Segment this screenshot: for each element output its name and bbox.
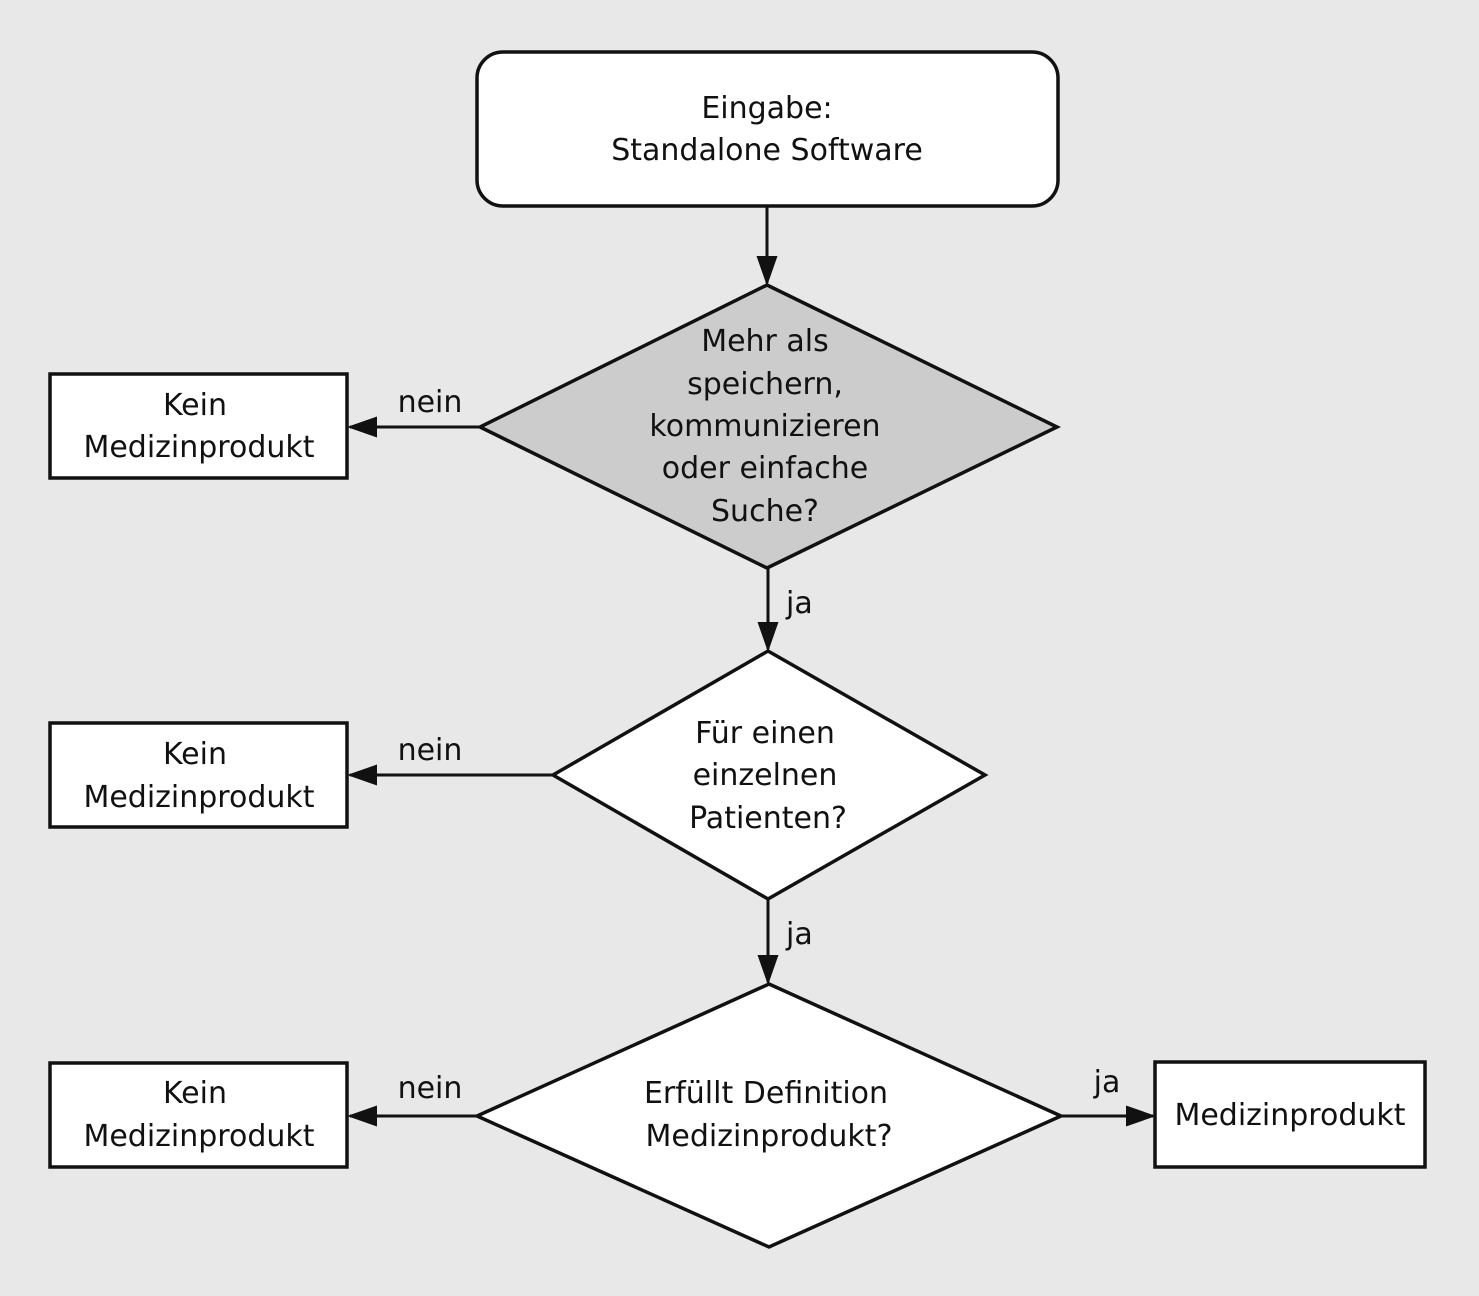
- decision-store-communicate-line2: speichern,: [687, 367, 843, 402]
- outcome-no-medical-device-3-box: [48, 1061, 349, 1169]
- outcome-no-medical-device-3-line2: Medizinprodukt: [83, 1119, 314, 1154]
- outcome-no-medical-device-1: Kein Medizinprodukt: [48, 372, 349, 480]
- outcome-no-medical-device-2-box: [48, 721, 349, 829]
- outcome-no-medical-device-1-box: [48, 372, 349, 480]
- decision-single-patient: Für einen einzelnen Patienten?: [549, 648, 989, 902]
- outcome-no-medical-device-2-line2: Medizinprodukt: [83, 780, 314, 815]
- edge-decision2-no-label: nein: [398, 733, 463, 768]
- outcome-no-medical-device-1-line1: Kein: [163, 388, 227, 423]
- outcome-medical-device: Medizinprodukt: [1153, 1060, 1427, 1169]
- start-node-line1: Eingabe:: [701, 91, 832, 126]
- outcome-no-medical-device-2: Kein Medizinprodukt: [48, 721, 349, 829]
- decision-store-communicate: Mehr als speichern, kommunizieren oder e…: [476, 283, 1061, 570]
- edge-decision1-yes-label: ja: [785, 586, 813, 621]
- decision-store-communicate-line1: Mehr als: [701, 324, 829, 359]
- edge-decision3-yes-label: ja: [1093, 1065, 1121, 1100]
- decision-store-communicate-line5: Suche?: [711, 494, 819, 529]
- edge-decision2-yes-label: ja: [785, 917, 813, 952]
- outcome-no-medical-device-2-line1: Kein: [163, 737, 227, 772]
- decision-single-patient-line1: Für einen: [695, 716, 835, 751]
- decision-fulfills-definition: Erfüllt Definition Medizinprodukt?: [472, 982, 1066, 1249]
- decision-store-communicate-line3: kommunizieren: [649, 409, 880, 444]
- start-node: Eingabe: Standalone Software: [475, 50, 1060, 208]
- start-node-box: [475, 50, 1060, 208]
- outcome-medical-device-label: Medizinprodukt: [1174, 1098, 1405, 1133]
- outcome-no-medical-device-3: Kein Medizinprodukt: [48, 1061, 349, 1169]
- outcome-no-medical-device-1-line2: Medizinprodukt: [83, 430, 314, 465]
- decision-fulfills-definition-diamond: [472, 982, 1066, 1249]
- start-node-line2: Standalone Software: [611, 133, 923, 168]
- edge-decision3-no-label: nein: [398, 1071, 463, 1106]
- decision-store-communicate-line4: oder einfache: [662, 451, 868, 486]
- decision-single-patient-line3: Patienten?: [689, 801, 847, 836]
- decision-single-patient-line2: einzelnen: [693, 758, 838, 793]
- decision-fulfills-definition-line2: Medizinprodukt?: [645, 1119, 892, 1154]
- edge-decision1-no-label: nein: [398, 385, 463, 420]
- outcome-no-medical-device-3-line1: Kein: [163, 1076, 227, 1111]
- decision-fulfills-definition-line1: Erfüllt Definition: [644, 1076, 888, 1111]
